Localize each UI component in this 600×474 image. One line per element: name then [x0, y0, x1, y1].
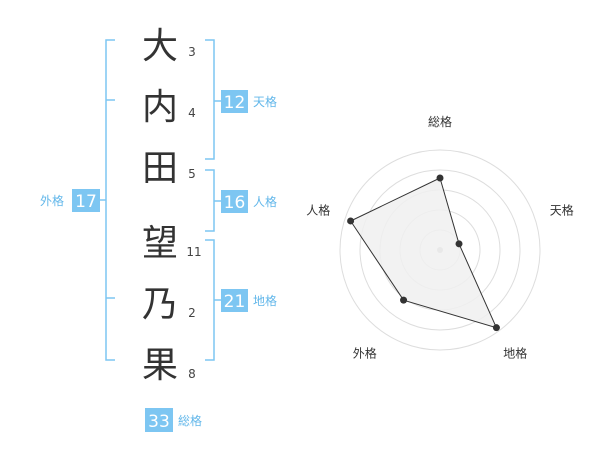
gaikaku-value: 17 — [75, 192, 97, 212]
gaikaku-badge-box — [72, 189, 100, 212]
radar-point-3 — [492, 324, 500, 332]
soukaku-badge: 33 総格 — [145, 408, 202, 432]
tenkaku-label: 天格 — [253, 94, 277, 109]
chikaku-badge-box — [221, 289, 248, 312]
radar-point-1 — [436, 174, 444, 182]
tenkaku-badge: 12 天格 — [221, 90, 277, 113]
soukaku-value: 33 — [148, 412, 170, 432]
jinkaku-value: 16 — [224, 193, 246, 213]
soukaku-label: 総格 — [178, 413, 202, 428]
radar-axis-label-5: 人格 — [306, 202, 330, 217]
stroke-count-2: 4 — [188, 106, 196, 120]
chikaku-bracket — [205, 239, 221, 361]
name-char-6: 果 — [142, 345, 178, 386]
jinkaku-label: 人格 — [253, 194, 277, 209]
radar-axis-label-1: 総格 — [428, 114, 452, 129]
chikaku-value: 21 — [224, 292, 246, 312]
name-char-4: 望 — [142, 223, 178, 264]
name-char-5: 乃 — [142, 284, 178, 325]
name-char-1: 大 — [142, 26, 178, 67]
tenkaku-badge-box — [221, 90, 248, 113]
stroke-count-3: 5 — [188, 167, 196, 181]
tenkaku-value: 12 — [224, 93, 246, 113]
jinkaku-badge: 16 人格 — [221, 190, 277, 213]
tenkaku-bracket — [205, 39, 221, 160]
gaikaku-label: 外格 — [40, 193, 64, 208]
radar-area — [349, 177, 498, 329]
name-characters: 大 内 田 望 乃 果 — [142, 26, 178, 386]
stroke-count-5: 2 — [188, 306, 196, 320]
chikaku-badge: 21 地格 — [221, 289, 277, 312]
radar-point-4 — [400, 296, 408, 304]
radar-point-2 — [455, 240, 463, 248]
jinkaku-bracket — [205, 169, 221, 232]
radar-axis-label-2: 天格 — [550, 202, 574, 217]
radar-axis-label-4: 外格 — [353, 346, 377, 361]
stroke-count-1: 3 — [188, 45, 196, 59]
name-char-3: 田 — [142, 148, 178, 189]
kaku-brackets — [100, 39, 221, 361]
name-char-2: 内 — [142, 87, 178, 128]
chikaku-label: 地格 — [253, 293, 277, 308]
stroke-count-4: 11 — [186, 245, 201, 259]
radar-points — [347, 174, 500, 332]
radar-ring-5 — [339, 149, 541, 351]
stroke-counts: 3 4 5 11 2 8 — [186, 45, 201, 381]
gaikaku-bracket — [100, 39, 115, 361]
jinkaku-badge-box — [221, 190, 248, 213]
soukaku-badge-box — [145, 408, 173, 432]
stroke-count-6: 8 — [188, 367, 196, 381]
radar-point-5 — [347, 217, 355, 225]
radar-ring-4 — [359, 169, 521, 331]
radar-axis-label-3: 地格 — [503, 346, 527, 361]
gaikaku-badge: 17 外格 — [40, 189, 100, 212]
